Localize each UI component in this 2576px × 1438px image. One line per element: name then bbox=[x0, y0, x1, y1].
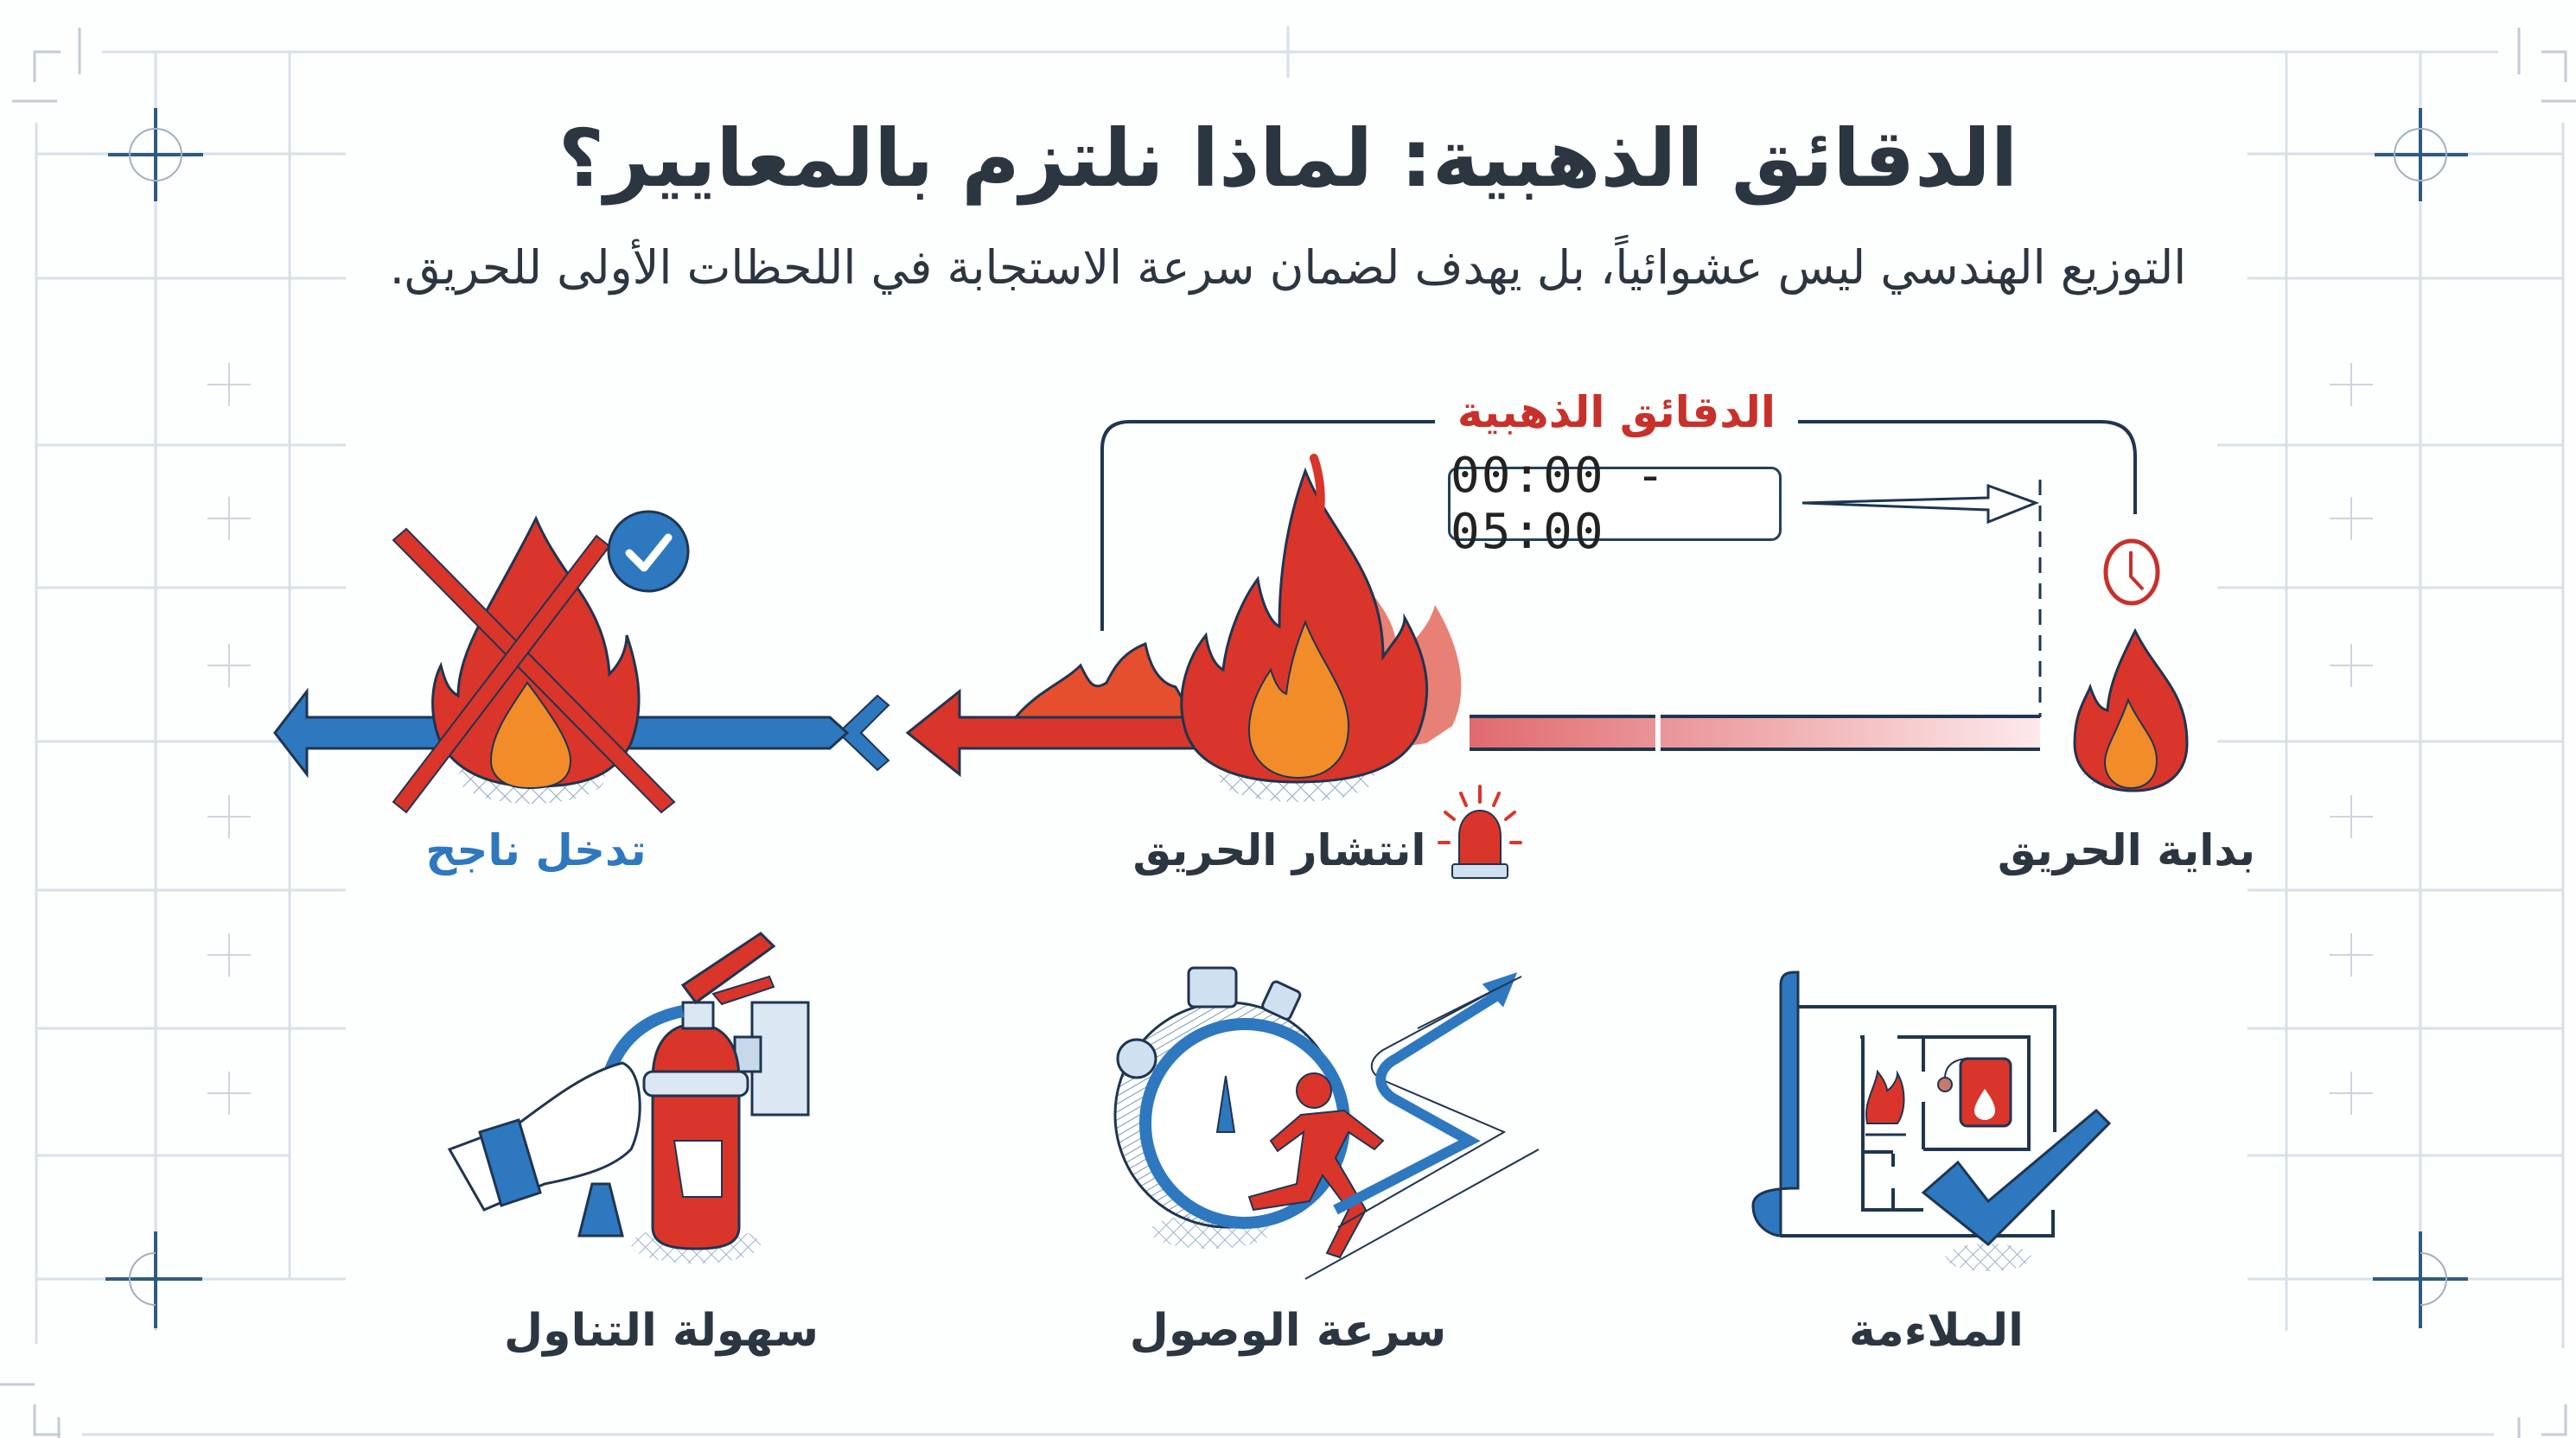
fire-progress-bar bbox=[1470, 713, 2040, 753]
feature-label-suitability: الملاءمة bbox=[1848, 1305, 2024, 1357]
golden-minutes-label: الدقائق الذهبية bbox=[1435, 387, 1798, 437]
small-fire-icon bbox=[2073, 627, 2189, 792]
red-arrow bbox=[905, 688, 1229, 778]
check-badge-icon bbox=[607, 510, 690, 593]
feature-label-ease-of-reach: سهولة التناول bbox=[504, 1305, 819, 1357]
page-subtitle: التوزيع الهندسي ليس عشوائياً، بل يهدف لض… bbox=[389, 240, 2187, 295]
page-title: الدقائق الذهبية: لماذا نلتزم بالمعايير؟ bbox=[558, 112, 2018, 205]
blueprint-check-icon bbox=[1751, 970, 2112, 1271]
timer-display: 00:00 - 05:00 bbox=[1448, 448, 1782, 560]
alarm-siren-icon bbox=[1438, 785, 1522, 879]
stage-label-fire-start: بداية الحريق bbox=[1997, 825, 2256, 875]
extinguished-fire-icon bbox=[392, 515, 676, 814]
fire-extinguisher-hand-icon bbox=[447, 932, 810, 1263]
golden-window-bracket bbox=[1100, 420, 2137, 631]
large-fire-icon bbox=[1012, 454, 1462, 802]
crosshair-marks bbox=[105, 108, 2468, 1328]
stage-label-successful-intervention: تدخل ناجح bbox=[425, 825, 647, 875]
feature-label-access-speed: سرعة الوصول bbox=[1129, 1305, 1447, 1357]
timer-arrow bbox=[1801, 483, 2040, 525]
timer-text: 00:00 - 05:00 bbox=[1451, 448, 1667, 560]
clock-icon bbox=[2103, 538, 2160, 606]
stopwatch-runner-icon bbox=[1113, 966, 1540, 1280]
stage-label-fire-spread: انتشار الحريق bbox=[1132, 825, 1426, 875]
